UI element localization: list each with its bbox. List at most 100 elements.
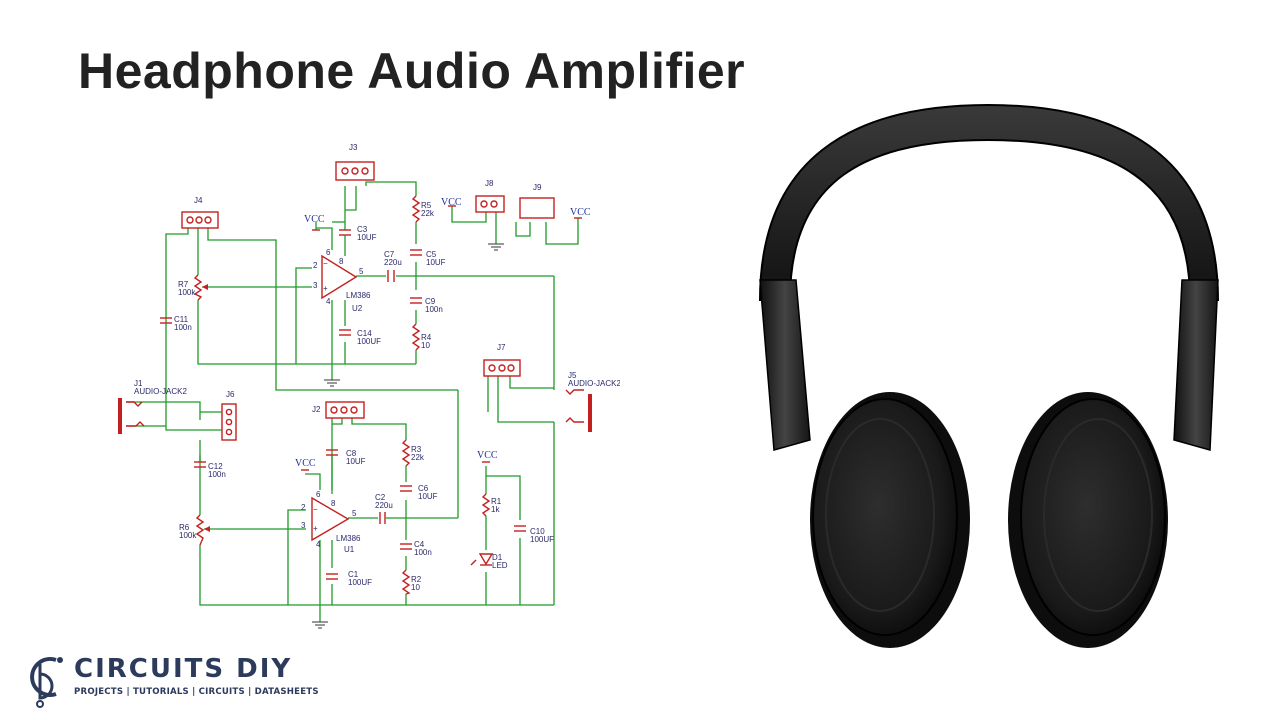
logo-mark-icon <box>30 657 63 708</box>
label-r2: R2 <box>411 575 422 584</box>
value-r1: 1k <box>491 505 500 514</box>
potentiometer-r6: R6 100k <box>179 514 210 546</box>
resistor-r5: R5 22k <box>411 195 435 223</box>
label-c6: C6 <box>418 484 429 493</box>
value-c4: 100n <box>414 548 432 557</box>
plus-sign: + <box>313 524 318 533</box>
ic-u1-lm386: 2 3 5 6 8 4 − + LM386 U1 <box>301 490 361 554</box>
capacitor-c9: C9 100n <box>410 297 443 314</box>
right-earcup <box>1008 392 1168 648</box>
value-c8: 10UF <box>346 457 366 466</box>
audio-jack-j1: J1 AUDIO-JACK2 <box>118 379 187 434</box>
value-r4: 10 <box>421 341 430 350</box>
label-c8: C8 <box>346 449 357 458</box>
resistor-r1: R1 1k <box>481 493 502 517</box>
value-c14: 100UF <box>357 337 381 346</box>
value-r7: 100k <box>178 288 196 297</box>
ic-u2-lm386: 2 3 5 6 8 4 − + LM386 U2 <box>313 248 371 313</box>
value-r2: 10 <box>411 583 420 592</box>
resistor-r3: R3 22k <box>401 439 425 467</box>
label-u2: U2 <box>352 304 363 313</box>
pin-label: 4 <box>316 540 321 549</box>
circuits-diy-logo[interactable]: CIRCUITS DIY PROJECTS | TUTORIALS | CIRC… <box>22 650 319 712</box>
logo-tagline: PROJECTS | TUTORIALS | CIRCUITS | DATASH… <box>74 687 319 697</box>
label-c3: C3 <box>357 225 368 234</box>
pin-label: 4 <box>326 297 331 306</box>
value-c10: 100UF <box>530 535 554 544</box>
connector-j2: J2 <box>312 401 365 419</box>
capacitor-c3: C3 10UF <box>339 225 377 246</box>
pin-label: 5 <box>359 267 364 276</box>
label-j2: J2 <box>312 405 321 414</box>
pin-label: 2 <box>301 503 306 512</box>
vcc-label: VCC <box>477 450 498 461</box>
pin-label: 6 <box>316 490 321 499</box>
label-j1: J1 <box>134 379 143 388</box>
capacitor-c1: C1 100UF <box>326 570 372 587</box>
label-c12: C12 <box>208 462 223 471</box>
label-c4: C4 <box>414 540 425 549</box>
connector-j7: J7 <box>483 343 521 377</box>
value-c2: 220u <box>375 501 393 510</box>
wires <box>126 181 579 622</box>
label-r6: R6 <box>179 523 190 532</box>
pin-label: 3 <box>301 521 306 530</box>
value-u2: LM386 <box>346 291 371 300</box>
pin-label: 3 <box>313 281 318 290</box>
value-c7: 220u <box>384 258 402 267</box>
potentiometer-r7: R7 100k <box>178 274 208 301</box>
vcc-label: VCC <box>570 207 591 218</box>
value-c3: 10UF <box>357 233 377 242</box>
value-j5: AUDIO-JACK2 <box>568 379 620 388</box>
pin-label: 8 <box>339 257 344 266</box>
label-j4: J4 <box>194 196 203 205</box>
label-j8: J8 <box>485 179 494 188</box>
value-u1: LM386 <box>336 534 361 543</box>
connector-j6: J6 <box>200 390 237 441</box>
value-c5: 10UF <box>426 258 446 267</box>
label-u1: U1 <box>344 545 355 554</box>
minus-sign: − <box>313 505 318 514</box>
label-c1: C1 <box>348 570 359 579</box>
label-j6: J6 <box>226 390 235 399</box>
pin-label: 5 <box>352 509 357 518</box>
label-j9: J9 <box>533 183 542 192</box>
audio-jack-j5: J5 AUDIO-JACK2 <box>565 371 620 432</box>
headband <box>758 103 1220 301</box>
capacitor-c6: C6 10UF <box>400 484 438 501</box>
page-title: Headphone Audio Amplifier <box>78 43 746 99</box>
value-r3: 22k <box>411 453 425 462</box>
vcc-label: VCC <box>295 458 316 469</box>
label-c9: C9 <box>425 297 436 306</box>
pin-label: 6 <box>326 248 331 257</box>
value-c1: 100UF <box>348 578 372 587</box>
vcc-label: VCC <box>441 197 462 208</box>
value-c6: 10UF <box>418 492 438 501</box>
amplifier-schematic: J3 J4 J8 J9 J7 J2 J6 J1 A <box>118 143 620 629</box>
label-r1: R1 <box>491 497 502 506</box>
label-j7: J7 <box>497 343 506 352</box>
pin-label: 2 <box>313 261 318 270</box>
pin-label: 8 <box>331 499 336 508</box>
value-r6: 100k <box>179 531 197 540</box>
resistor-r2: R2 10 <box>401 569 422 595</box>
capacitor-c8: C8 10UF <box>326 449 366 466</box>
logo-name: CIRCUITS DIY <box>74 654 293 684</box>
value-d1: LED <box>492 561 508 570</box>
label-r7: R7 <box>178 280 189 289</box>
left-earcup <box>810 392 970 648</box>
capacitor-c12: C12 100n <box>194 461 226 479</box>
right-arm <box>1173 279 1219 451</box>
label-d1: D1 <box>492 553 503 562</box>
value-c11: 100n <box>174 323 192 332</box>
label-c11: C11 <box>174 315 189 324</box>
connector-j9: J9 <box>519 183 555 219</box>
connector-j8: J8 <box>475 179 505 213</box>
value-j1: AUDIO-JACK2 <box>134 387 187 396</box>
capacitor-c11: C11 100n <box>160 315 192 332</box>
connector-j3: J3 <box>335 143 375 181</box>
minus-sign: − <box>323 259 328 268</box>
capacitor-c4: C4 100n <box>400 540 432 557</box>
label-c10: C10 <box>530 527 545 536</box>
label-r3: R3 <box>411 445 422 454</box>
